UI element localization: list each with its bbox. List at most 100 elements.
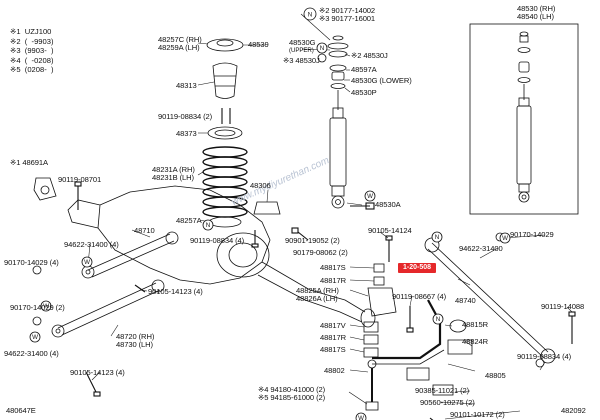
rear-axle-housing xyxy=(67,185,376,328)
legend-line: ※3 (9903- ) xyxy=(10,46,54,56)
part-label: 48257A xyxy=(176,216,202,225)
inset-shock-frame xyxy=(469,23,579,215)
legend-line: ※4 ( -0208) xyxy=(10,55,54,65)
clamp-48824r xyxy=(447,339,473,355)
part-label: 90901-19052 (2) xyxy=(285,236,340,245)
leader-lines xyxy=(87,13,573,420)
n-marker: N xyxy=(206,222,210,229)
lower-insulator xyxy=(208,216,242,228)
part-label: 48710 xyxy=(134,226,155,235)
part-label: 90170-14029 (4) xyxy=(4,258,59,267)
section-reference-button[interactable]: 1-20-508 xyxy=(398,263,436,273)
part-label: 48817V xyxy=(320,321,346,330)
part-label: ※4 94180-41000 (2) xyxy=(258,385,326,394)
bushing-48815r xyxy=(449,319,467,333)
part-label: 48259A (LH) xyxy=(158,43,200,52)
spring-bracket xyxy=(253,201,281,215)
part-label: ※1 48691A xyxy=(10,158,48,167)
n-marker: N xyxy=(320,45,324,52)
model-legend: ※1 UZJ100 ※2 ( -9903) ※3 (9903- ) ※4 ( -… xyxy=(10,27,54,75)
part-label: 48817S xyxy=(320,263,346,272)
w-marker: W xyxy=(43,303,49,310)
part-label: 90119-08701 xyxy=(58,175,102,184)
part-label: 48740 xyxy=(455,296,476,305)
part-label: 90560-10275 (2) xyxy=(420,398,475,407)
part-label: 90170-14029 xyxy=(510,230,554,239)
marker-letters: N N N W W W W W N N W xyxy=(32,11,508,420)
inset-shock-absorber xyxy=(516,31,532,203)
part-label: 90105-14123 (4) xyxy=(148,287,203,296)
marker-circles xyxy=(29,7,511,420)
shock-absorber xyxy=(327,35,349,209)
part-label: 48805 xyxy=(485,371,506,380)
part-label: ※5 94185-61000 (2) xyxy=(258,393,326,402)
lower-control-arm xyxy=(51,279,165,338)
stabilizer-bracket xyxy=(367,287,397,317)
part-label: 48824R xyxy=(462,337,489,346)
bolts xyxy=(74,108,576,420)
legend-line: ※5 (0208- ) xyxy=(10,65,54,75)
part-label: 90170-14029 (2) xyxy=(10,303,65,312)
n-marker: N xyxy=(436,316,440,323)
part-label: 48257C (RH) xyxy=(158,35,202,44)
part-label: 90385-11021 (2) xyxy=(415,386,470,395)
w-marker: W xyxy=(358,415,364,420)
w-marker: W xyxy=(84,259,90,266)
w-marker: W xyxy=(502,235,508,242)
part-label: 48530P xyxy=(351,88,377,97)
coil-spring xyxy=(202,146,248,218)
part-label: 48313 xyxy=(176,81,197,90)
part-label: 48815R xyxy=(462,320,489,329)
part-label: ※3 48530J xyxy=(283,56,320,65)
part-label: 48373 xyxy=(176,129,197,138)
part-label: 48817R xyxy=(320,333,347,342)
part-label: 90119-08834 (4) xyxy=(517,352,572,361)
diagram-id-left: 480647E xyxy=(6,406,36,415)
stabilizer-link xyxy=(365,359,379,411)
part-label: ※2 48530J xyxy=(351,51,388,60)
lateral-rod-bracket xyxy=(33,177,57,201)
part-label: 90119-08667 (4) xyxy=(392,292,447,301)
nuts-washers xyxy=(32,43,545,368)
part-label: 48231B (LH) xyxy=(152,173,194,182)
bushing-48817s xyxy=(373,263,385,273)
part-label: 48231A (RH) xyxy=(152,165,195,174)
part-label: 48826A (LH) xyxy=(296,294,338,303)
part-label: 90105-14123 (4) xyxy=(70,368,125,377)
w-marker: W xyxy=(367,193,373,200)
part-label: (UPPER) xyxy=(289,47,314,54)
diagram-id-right: 482092 xyxy=(561,406,586,415)
part-label: 48720 (RH) xyxy=(116,332,155,341)
part-label: 48530G xyxy=(289,38,316,47)
part-label: ※3 90177-16001 xyxy=(319,14,376,23)
bump-stopper xyxy=(212,62,238,99)
part-label: ※2 90177-14002 xyxy=(319,6,376,15)
part-label: 48597A xyxy=(351,65,377,74)
part-label: 94622-31400 (4) xyxy=(4,349,59,358)
part-label: 90119-08834 (4) xyxy=(190,236,245,245)
bushing-48817r-lower xyxy=(363,334,379,345)
bushing-48817s-lower xyxy=(363,347,379,358)
part-label: 48530A xyxy=(375,200,401,209)
part-label: 48539 xyxy=(248,40,269,49)
part-label: 94622-31400 (4) xyxy=(64,240,119,249)
part-label: 48540 (LH) xyxy=(517,12,554,21)
upper-spring-insulator xyxy=(206,38,244,52)
part-label: 48730 (LH) xyxy=(116,340,153,349)
part-label: 48817S xyxy=(320,345,346,354)
part-label: 48802 xyxy=(324,366,345,375)
part-label: 90105-14124 xyxy=(368,226,412,235)
part-label: 90101-10172 (2) xyxy=(450,410,505,419)
part-label: 94622-31400 xyxy=(459,244,503,253)
spring-seat xyxy=(207,126,243,140)
w-marker: W xyxy=(32,334,38,341)
part-label: 48530G (LOWER) xyxy=(351,76,412,85)
part-label: 48825A (RH) xyxy=(296,286,339,295)
upper-control-arm xyxy=(81,231,179,279)
part-label: 48530 (RH) xyxy=(517,4,556,13)
legend-line: ※1 UZJ100 xyxy=(10,27,52,36)
n-marker: N xyxy=(435,234,439,241)
part-label: 90119-14088 xyxy=(541,302,585,311)
